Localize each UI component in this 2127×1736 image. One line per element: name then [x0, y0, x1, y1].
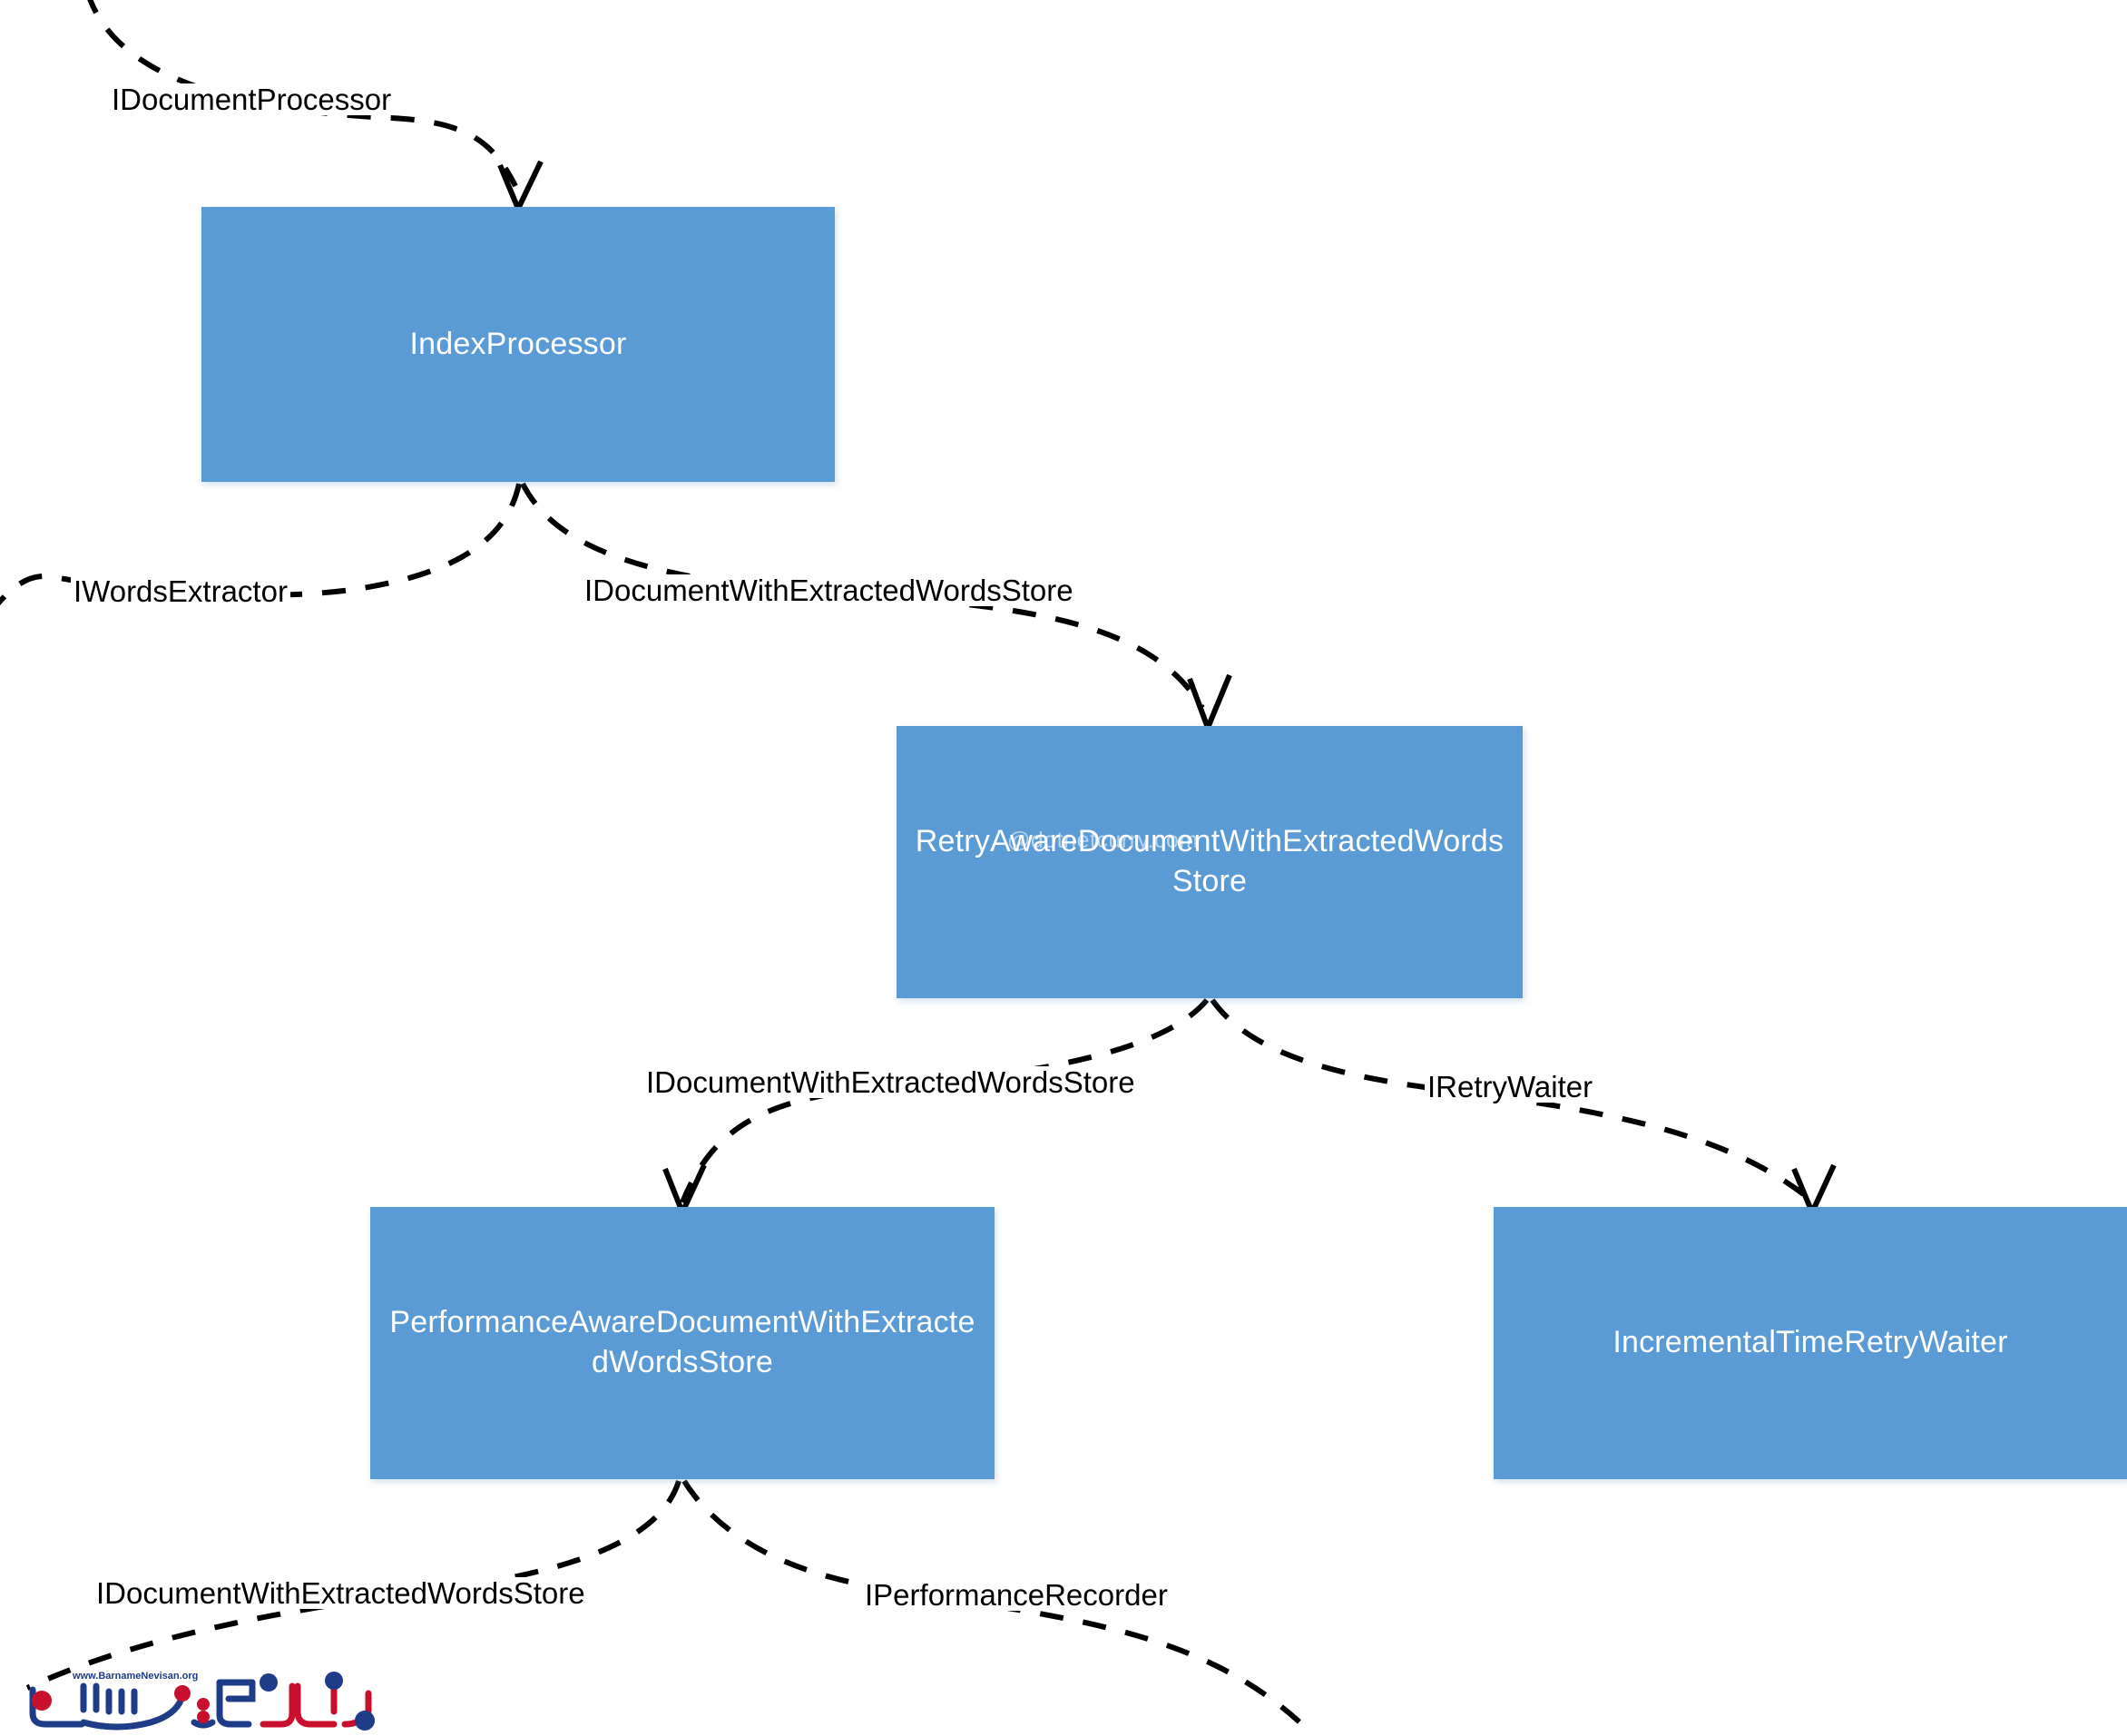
node-label-performance-aware-store: PerformanceAwareDocumentWithExtractedWor…	[389, 1305, 975, 1379]
edge-label-idocumentwithextractedwordsstore-mid: IDocumentWithExtractedWordsStore	[643, 1066, 1138, 1098]
edge-label-idocumentwithextractedwordsstore-bottom: IDocumentWithExtractedWordsStore	[93, 1577, 588, 1609]
edge-idocumentwithextractedwordsstore-mid	[680, 998, 1210, 1204]
node-index-processor[interactable]: IndexProcessor	[201, 207, 835, 482]
arrowhead-performance-aware-store	[662, 1163, 707, 1220]
edge-label-iretrywaiter: IRetryWaiter	[1425, 1071, 1596, 1103]
edge-label-idocumentwithextractedwordsstore-top: IDocumentWithExtractedWordsStore	[582, 574, 1076, 606]
edge-label-iperformancerecorder: IPerformanceRecorder	[862, 1579, 1171, 1611]
node-label-index-processor: IndexProcessor	[409, 326, 627, 361]
barnamenevisan-logo: www.BarnameNevisan.org	[29, 1671, 375, 1731]
node-label-incremental-time-retry-waiter: IncrementalTimeRetryWaiter	[1612, 1325, 2008, 1360]
node-performance-aware-store[interactable]: PerformanceAwareDocumentWithExtractedWor…	[370, 1207, 995, 1479]
arrowhead-incremental-time-retry-waiter	[1791, 1163, 1837, 1220]
edge-label-idocumentprocessor: IDocumentProcessor	[109, 83, 395, 115]
node-incremental-time-retry-waiter[interactable]: IncrementalTimeRetryWaiter	[1494, 1207, 2127, 1479]
node-retry-aware-store[interactable]: RetryAwareDocumentWithExtractedWordsStor…	[897, 726, 1523, 998]
arrowhead-retry-aware-store	[1187, 673, 1232, 736]
logo-url-text: www.BarnameNevisan.org	[72, 1671, 198, 1682]
edge-label-iwordsextractor: IWordsExtractor	[71, 575, 290, 607]
node-label-retry-aware-store: RetryAwareDocumentWithExtractedWordsStor…	[915, 824, 1505, 898]
arrowhead-index-processor	[497, 160, 544, 216]
